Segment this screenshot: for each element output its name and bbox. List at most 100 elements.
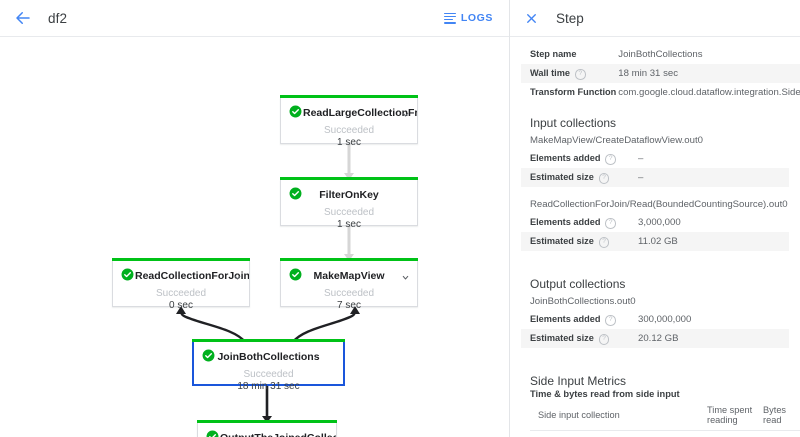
node-title: ReadCollectionForJoin — [135, 270, 249, 282]
row-value: com.google.cloud.dataflow.integration.Si… — [618, 87, 800, 98]
node-status-accent-bar — [280, 258, 418, 261]
spacer — [510, 251, 800, 263]
panel-header: Step — [510, 0, 800, 37]
help-icon[interactable]: ? — [605, 154, 616, 165]
help-icon[interactable]: ? — [598, 334, 610, 345]
node-time: 1 sec — [337, 219, 361, 230]
check-circle-icon — [121, 268, 134, 281]
check-circle-icon — [289, 105, 302, 118]
node-title: ReadLargeCollectionFr… — [303, 107, 417, 119]
table-row: Estimated size?– — [521, 168, 789, 187]
node-header: JoinBothCollections — [194, 342, 343, 368]
node-status: Succeeded — [243, 369, 294, 380]
node-status: Succeeded — [323, 207, 375, 218]
row-value: 20.12 GB — [638, 333, 679, 344]
row-label: Elements added? — [521, 149, 637, 168]
row-value: – — [638, 153, 644, 164]
node-time: 1 sec — [337, 137, 361, 148]
table-row: Estimated size?20.12 GB — [521, 329, 789, 348]
row-label: Estimated size? — [521, 329, 637, 348]
node-header: ReadLargeCollectionFr… — [281, 98, 417, 124]
check-circle-icon — [289, 187, 302, 200]
logs-lines-icon — [443, 12, 456, 24]
row-value: 11.02 GB — [638, 236, 678, 247]
collection-name: MakeMapView/CreateDataflowView.out0 — [530, 135, 703, 146]
row-label: Estimated size? — [521, 232, 637, 251]
node-status-accent-bar — [280, 177, 418, 180]
node-status-accent-bar — [197, 420, 337, 423]
node-status: Succeeded — [155, 288, 207, 299]
side-input-metrics-heading: Side Input Metrics — [530, 374, 627, 388]
collection-metrics-table: Elements added?–Estimated size?– — [521, 149, 789, 187]
check-circle-icon — [202, 349, 215, 362]
node-status-accent-bar — [192, 339, 345, 342]
table-cell: 10 min 3 sec — [707, 430, 764, 436]
table-row: Elements added?300,000,000 — [521, 310, 789, 329]
row-label: Elements added? — [521, 310, 637, 329]
page-title: df2 — [48, 10, 68, 26]
row-label: Wall time? — [521, 64, 617, 83]
row-value: 300,000,000 — [638, 314, 692, 325]
node-title: FilterOnKey — [319, 189, 379, 201]
side-input-metrics-subheading: Time & bytes read from side input — [530, 389, 680, 399]
row-value: – — [638, 172, 644, 183]
help-icon[interactable]: ? — [605, 315, 616, 326]
top-bar: df2 LOGS — [0, 0, 509, 37]
table-row: Wall time?18 min 31 sec — [521, 64, 800, 83]
node-header: ReadCollectionForJoin — [113, 261, 249, 287]
arrow-left-icon[interactable] — [12, 7, 34, 29]
row-value: 3,000,000 — [638, 217, 681, 228]
row-label: Step name — [530, 49, 577, 59]
graph-edges — [176, 144, 360, 423]
node-time: 7 sec — [337, 300, 361, 311]
table-row: Elements added?3,000,000 — [521, 213, 789, 232]
chevron-down-icon[interactable] — [233, 269, 242, 280]
column-header: Side input collection — [530, 401, 708, 431]
chevron-down-icon[interactable] — [401, 269, 410, 280]
node-title: OutputTheJoinedCollec… — [198, 432, 336, 437]
node-header: OutputTheJoinedCollec… — [198, 423, 336, 437]
job-graph-pane: df2 LOGS — [0, 0, 510, 437]
chevron-down-icon[interactable] — [401, 106, 410, 117]
collection-name: JoinBothCollections.out0 — [530, 296, 636, 307]
help-icon[interactable]: ? — [605, 218, 616, 229]
table-cell: MakeMapView/CreateDataflowView.out0 — [530, 430, 708, 436]
close-icon[interactable] — [522, 9, 540, 27]
table-row: MakeMapView/CreateDataflowView.out010 mi… — [530, 430, 800, 436]
logs-button[interactable]: LOGS — [440, 8, 497, 28]
input-collections-heading: Input collections — [530, 116, 617, 130]
column-header: Bytes read — [763, 401, 800, 431]
spacer — [510, 187, 800, 199]
help-icon[interactable]: ? — [575, 69, 586, 80]
spacer — [510, 348, 800, 360]
row-label: Transform Function — [530, 87, 617, 97]
table-row: Elements added?– — [521, 149, 789, 168]
row-value: 18 min 31 sec — [618, 68, 678, 79]
row-label: Estimated size? — [521, 168, 637, 187]
node-time: 0 sec — [169, 300, 193, 311]
node-status-accent-bar — [280, 95, 418, 98]
help-icon[interactable]: ? — [598, 237, 610, 248]
help-icon[interactable]: ? — [598, 173, 610, 184]
node-status: Succeeded — [323, 288, 375, 299]
node-time: 18 min 31 sec — [237, 381, 300, 392]
